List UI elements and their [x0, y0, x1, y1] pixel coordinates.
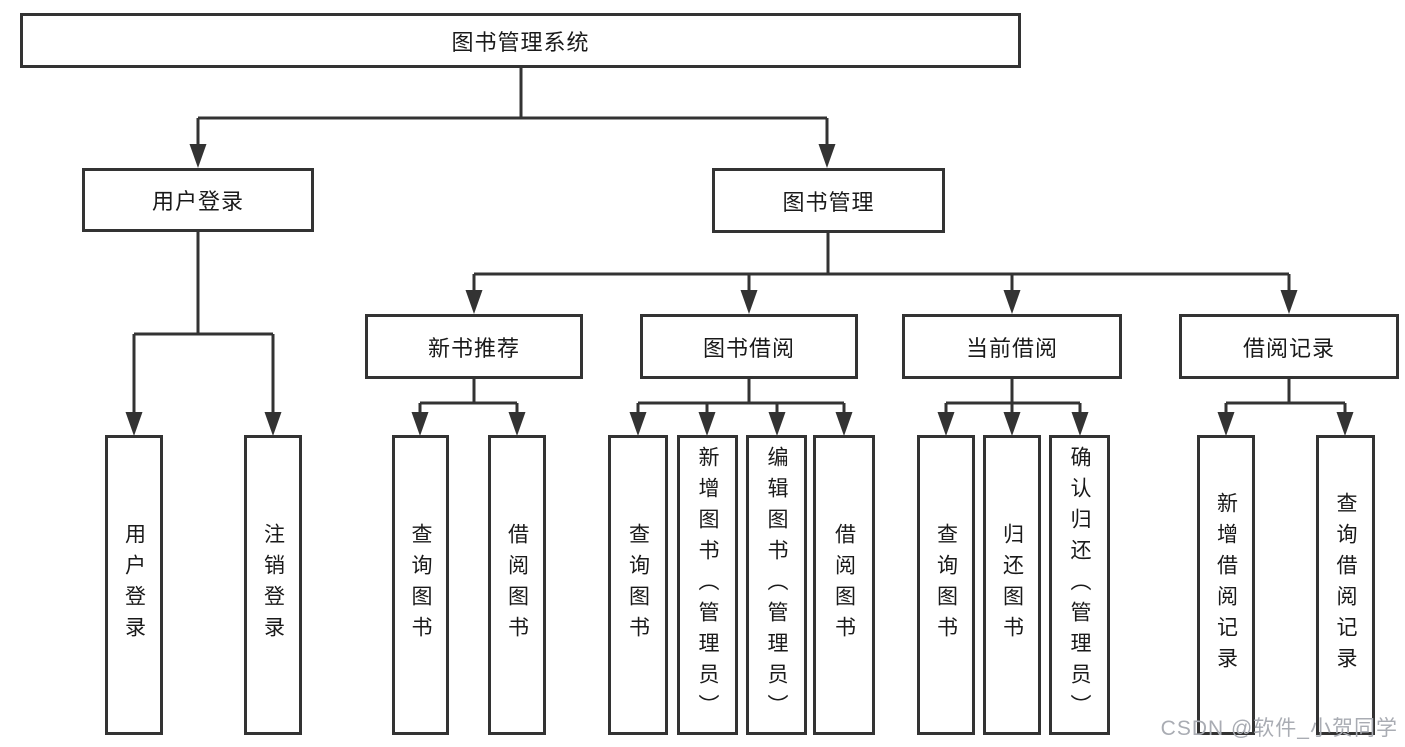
edges-root-to-level2 [189, 66, 836, 168]
leaf-query-borrow-record: 查询借阅记录 [1316, 435, 1375, 735]
leaf-query-books-current: 查询图书 [917, 435, 975, 735]
node-book-management: 图书管理 [712, 168, 945, 233]
node-current-borrowing: 当前借阅 [902, 314, 1122, 379]
watermark: CSDN @软件_小贺同学 [1160, 717, 1398, 740]
edges-book-borrowing-to-leaves [629, 377, 853, 436]
leaf-logout: 注销登录 [244, 435, 302, 735]
leaf-borrow-books-recommend: 借阅图书 [488, 435, 546, 735]
node-new-book-recommend: 新书推荐 [365, 314, 583, 379]
node-book-borrowing: 图书借阅 [640, 314, 858, 379]
node-borrowing-records: 借阅记录 [1179, 314, 1399, 379]
edges-current-borrowing-to-leaves [937, 377, 1089, 436]
edges-new-book-recommend-to-leaves [411, 377, 526, 436]
node-user-login: 用户登录 [82, 168, 314, 232]
edges-user-login-to-leaves [125, 230, 282, 436]
leaf-user-login: 用户登录 [105, 435, 163, 735]
leaf-add-borrow-record: 新增借阅记录 [1197, 435, 1255, 735]
edges-borrowing-records-to-leaves [1217, 377, 1354, 436]
edges-book-management-to-level3 [465, 231, 1298, 314]
leaf-edit-book-admin: 编辑图书（管理员） [746, 435, 807, 735]
leaf-query-books-recommend: 查询图书 [392, 435, 449, 735]
leaf-add-book-admin: 新增图书（管理员） [677, 435, 738, 735]
leaf-return-books: 归还图书 [983, 435, 1041, 735]
leaf-confirm-return-admin: 确认归还（管理员） [1049, 435, 1110, 735]
node-root: 图书管理系统 [20, 13, 1021, 68]
leaf-borrow-books-borrowing: 借阅图书 [813, 435, 875, 735]
leaf-query-books-borrowing: 查询图书 [608, 435, 668, 735]
